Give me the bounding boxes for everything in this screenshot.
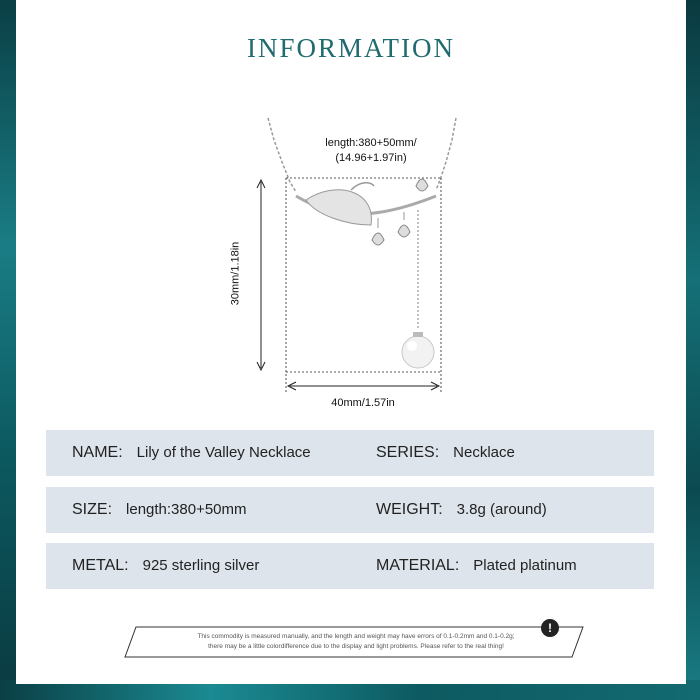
metal-value: 925 sterling silver (142, 557, 260, 574)
disclaimer-line-2: there may be a little colordifference du… (208, 643, 504, 650)
spec-row-metal: METAL: 925 sterling silver MATERIAL: Plate… (46, 543, 654, 589)
info-card: INFORMATION (16, 0, 686, 684)
exclamation-icon: ! (541, 619, 559, 637)
leaf (305, 189, 372, 226)
size-value: length:380+50mm (126, 501, 247, 518)
height-arrow-bottom (256, 361, 266, 372)
background-bottom (0, 680, 700, 700)
material-label: MATERIAL: (376, 557, 460, 574)
width-arrow-right (430, 381, 441, 391)
page-title: INFORMATION (246, 33, 455, 63)
length-mm: length:380+50mm/ (325, 137, 417, 149)
weight-cell: WEIGHT: 3.8g (around) (376, 487, 547, 533)
leaf-tip (350, 182, 375, 191)
chain-left (267, 117, 297, 193)
metal-cell: METAL: 925 sterling silver (72, 543, 259, 589)
flower-bell-1 (371, 232, 385, 246)
disclaimer-line-1: This commodity is measured manually, and… (197, 633, 515, 640)
length-label: length:380+50mm/ (14.96+1.97in) (316, 136, 426, 166)
disclaimer-frame (124, 626, 584, 658)
width-arrow-left (286, 381, 297, 391)
series-cell: SERIES: Necklace (376, 430, 515, 476)
name-cell: NAME: Lily of the Valley Necklace (72, 430, 311, 476)
height-arrow-top (256, 178, 266, 189)
material-value: Plated platinum (473, 557, 577, 574)
pearl-cap (413, 332, 423, 337)
height-label: 30mm/1.18in (229, 241, 242, 306)
chain-right (435, 117, 457, 191)
pearl-highlight (407, 341, 417, 351)
flower-bell-3 (415, 178, 429, 192)
series-value: Necklace (453, 444, 515, 461)
product-diagram (256, 117, 457, 392)
metal-label: METAL: (72, 557, 129, 574)
weight-label: WEIGHT: (376, 501, 443, 518)
flower-bell-2 (397, 224, 411, 238)
weight-value: 3.8g (around) (456, 501, 547, 518)
series-label: SERIES: (376, 444, 440, 461)
spec-row-name: NAME: Lily of the Valley Necklace SERIES:… (46, 430, 654, 476)
background-left (0, 0, 20, 700)
pearl (401, 335, 435, 369)
width-label: 40mm/1.57in (331, 397, 395, 409)
name-value: Lily of the Valley Necklace (136, 444, 311, 461)
length-in: (14.96+1.97in) (335, 152, 407, 164)
spec-row-size: SIZE: length:380+50mm WEIGHT: 3.8g (around… (46, 487, 654, 533)
size-label: SIZE: (72, 501, 113, 518)
name-label: NAME: (72, 444, 123, 461)
size-cell: SIZE: length:380+50mm (72, 487, 247, 533)
material-cell: MATERIAL: Plated platinum (376, 543, 577, 589)
